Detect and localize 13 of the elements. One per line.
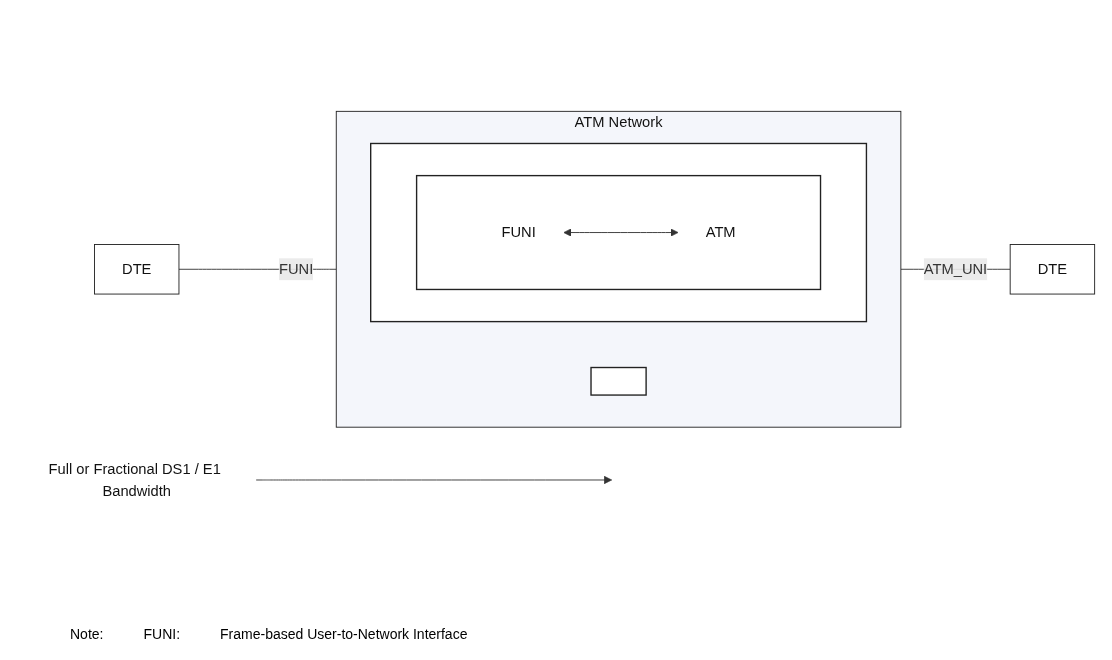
- node-box: [590, 367, 647, 397]
- node-text: FUNI: [501, 224, 536, 241]
- note-text: Note:: [70, 626, 104, 642]
- note-text: FUNI:: [143, 626, 181, 642]
- cluster: [415, 175, 822, 291]
- edge-label: FUNI: [279, 261, 314, 278]
- node-text: Full or Fractional DS1 / E1 Bandwidth: [48, 461, 221, 499]
- node-box: DTE: [94, 244, 180, 295]
- edge-label: ATM_UNI: [923, 261, 988, 278]
- note-text: Frame-based User-to-Network Interface: [220, 626, 468, 642]
- node-box: DTE: [1009, 244, 1096, 295]
- cluster: [370, 143, 868, 323]
- node-text: ATM: [705, 224, 736, 241]
